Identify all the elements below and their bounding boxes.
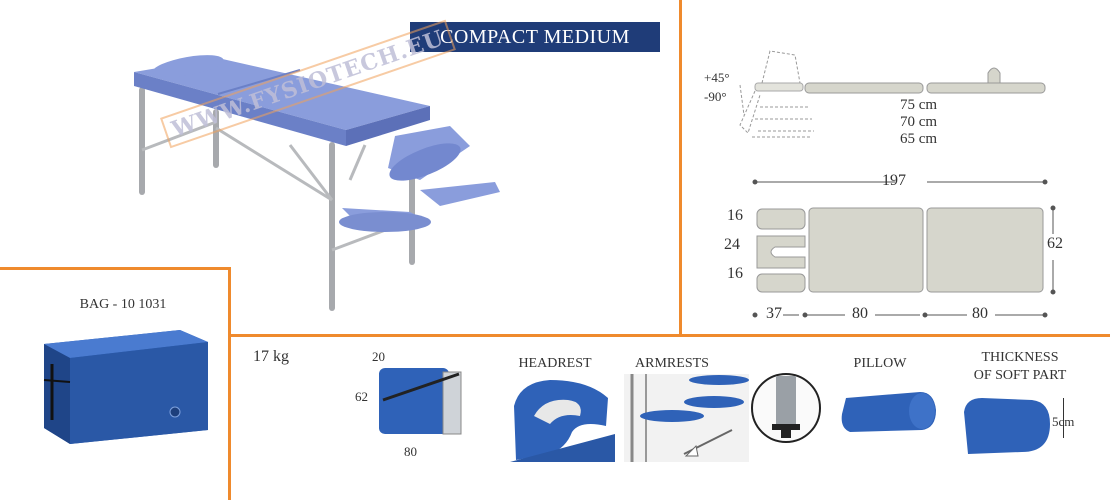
divider-horizontal-right: [228, 334, 1110, 337]
total-length-label: 197: [882, 172, 906, 189]
armrest-detail-image: [751, 373, 821, 443]
product-title: COMPACT MEDIUM: [410, 22, 660, 52]
divider-vertical-top: [679, 0, 682, 336]
head-middle-label: 24: [724, 236, 740, 253]
massage-table-image: [134, 55, 500, 311]
angle-down-label: -90°: [704, 89, 727, 104]
segment-80b-label: 80: [972, 305, 988, 322]
angle-up-label: +45°: [704, 70, 730, 85]
divider-horizontal-left: [0, 267, 231, 270]
thickness-value: 5cm: [1052, 414, 1075, 429]
headrest-label: HEADREST: [518, 356, 592, 371]
width-label: 62: [1047, 235, 1063, 252]
thickness-image: [964, 398, 1050, 454]
head-bottom-label: 16: [727, 265, 743, 282]
folded-depth-label: 20: [372, 349, 385, 364]
armrests-label: ARMRESTS: [635, 356, 709, 371]
height-65-label: 65 cm: [900, 131, 938, 147]
segment-80a-label: 80: [852, 305, 868, 322]
height-70-label: 70 cm: [900, 114, 938, 130]
bag-label: BAG - 10 1031: [79, 297, 167, 312]
divider-vertical-bottom: [228, 267, 231, 500]
pillow-image: [841, 392, 936, 432]
carry-bag-image: [43, 330, 208, 444]
weight-label: 17 kg: [253, 348, 289, 365]
folded-table-image: [379, 368, 462, 435]
armrests-image: [624, 374, 749, 462]
side-profile-diagram: [739, 50, 1046, 138]
thickness-label-line1: THICKNESS: [981, 350, 1059, 365]
segment-37-label: 37: [766, 305, 782, 322]
thickness-label-line2: OF SOFT PART: [973, 368, 1067, 383]
folded-height-label: 62: [355, 389, 368, 404]
height-75-label: 75 cm: [900, 97, 938, 113]
head-top-label: 16: [727, 207, 743, 224]
top-view-diagram: [752, 179, 1056, 318]
headrest-image: [510, 380, 615, 462]
thickness-arrow: [1063, 398, 1064, 438]
pillow-label: PILLOW: [853, 356, 907, 371]
folded-length-label: 80: [404, 444, 417, 459]
